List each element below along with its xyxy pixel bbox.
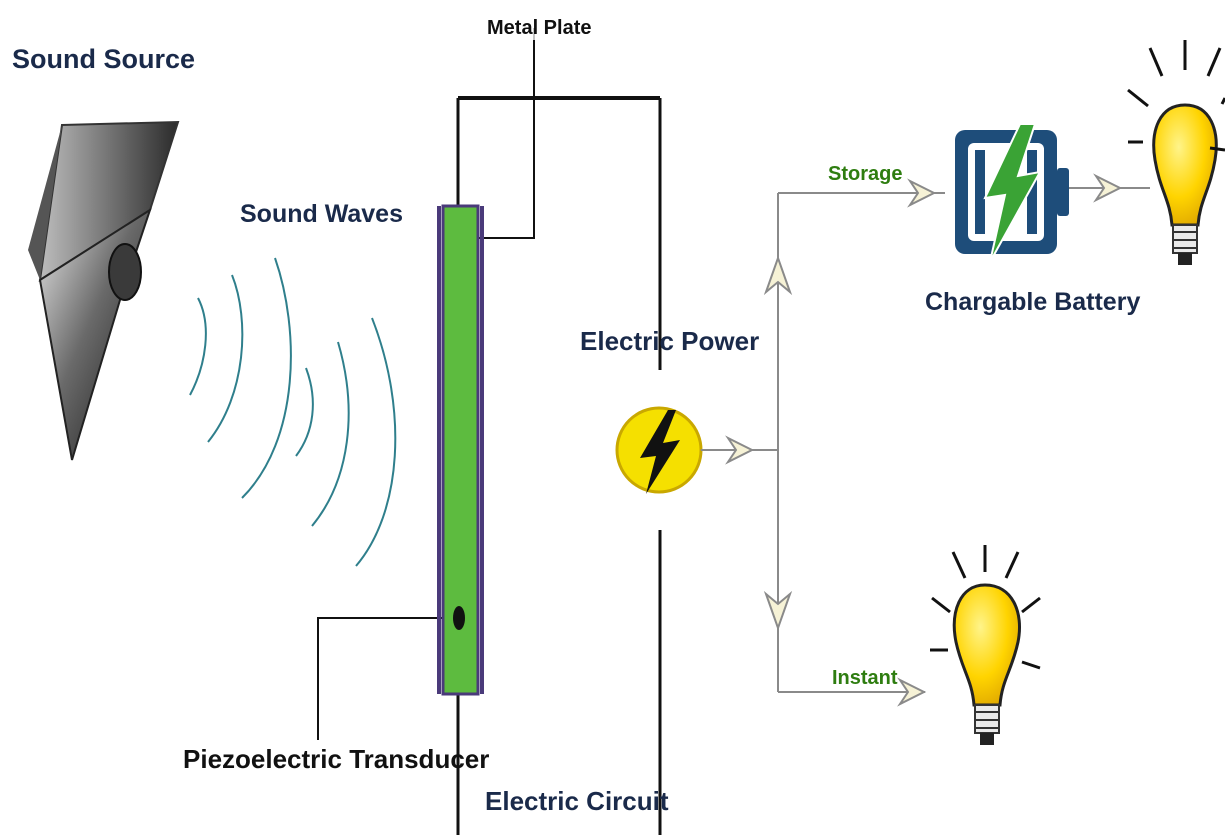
sound-wave bbox=[311, 341, 350, 527]
electric-circuit-wires bbox=[317, 28, 662, 835]
sound-waves bbox=[189, 257, 397, 567]
flow-arrows bbox=[725, 173, 1123, 707]
plate-contact bbox=[453, 606, 465, 630]
arrow-right bbox=[897, 677, 927, 707]
sound-waves-label: Sound Waves bbox=[240, 200, 403, 228]
light-bulb-icon bbox=[1127, 40, 1225, 265]
sound-wave bbox=[207, 274, 244, 443]
metal-plate-label: Metal Plate bbox=[487, 17, 591, 39]
battery-icon bbox=[955, 123, 1069, 263]
piezo-label: Piezoelectric Transducer bbox=[183, 744, 489, 774]
storage-label: Storage bbox=[828, 163, 902, 185]
sound-wave bbox=[189, 297, 207, 396]
electric-circuit-label: Electric Circuit bbox=[485, 786, 669, 816]
piezo-plate bbox=[437, 204, 484, 696]
sound-wave bbox=[241, 257, 292, 499]
electric-power-label: Electric Power bbox=[580, 326, 759, 356]
instant-label: Instant bbox=[832, 667, 898, 689]
arrow-right bbox=[1093, 173, 1123, 203]
arrow-up bbox=[763, 254, 793, 296]
battery-label: Chargable Battery bbox=[925, 288, 1140, 316]
arrow-right bbox=[725, 435, 755, 465]
distribution-lines bbox=[701, 187, 1150, 693]
arrow-right bbox=[907, 178, 937, 208]
sound-wave bbox=[295, 367, 314, 457]
sound-wave bbox=[355, 317, 397, 567]
sound-source-label: Sound Source bbox=[12, 44, 195, 74]
light-bulb-icon bbox=[930, 545, 1041, 745]
arrow-down bbox=[763, 590, 793, 632]
lightning-icon bbox=[615, 406, 703, 494]
speaker-icon bbox=[28, 120, 180, 461]
